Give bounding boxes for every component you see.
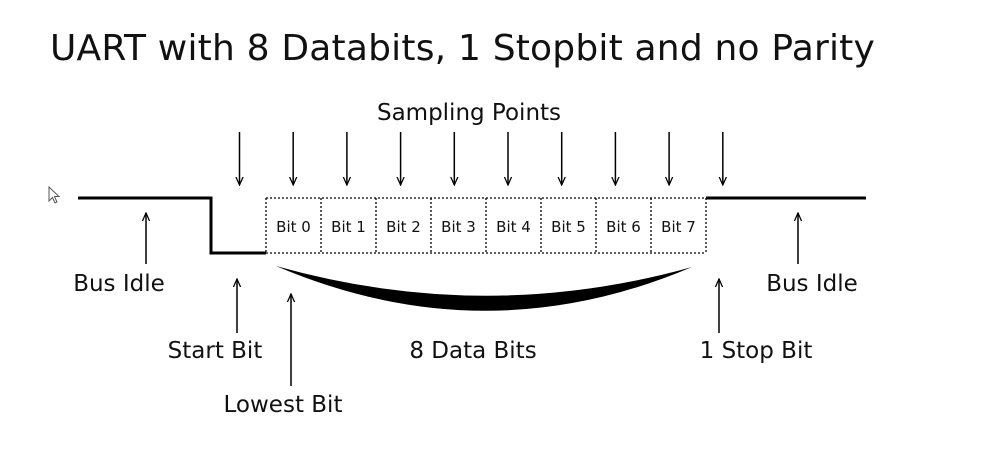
data-bits-brace	[276, 266, 692, 311]
mouse-pointer-icon	[48, 186, 61, 204]
bit-label-6: Bit 6	[606, 218, 641, 236]
sampling-arrows	[240, 132, 723, 185]
start-bit-label: Start Bit	[168, 338, 263, 364]
bit-label-4: Bit 4	[496, 218, 531, 236]
bus-idle-right-label: Bus Idle	[766, 271, 858, 297]
signal-waveform	[78, 196, 266, 255]
sampling-points-label: Sampling Points	[377, 100, 561, 126]
diagram-title: UART with 8 Databits, 1 Stopbit and no P…	[50, 28, 875, 69]
data-bits-label: 8 Data Bits	[409, 338, 536, 364]
bus-idle-left-label: Bus Idle	[73, 271, 165, 297]
bit-label-5: Bit 5	[551, 218, 586, 236]
bit-label-1: Bit 1	[331, 218, 366, 236]
bit-labels: Bit 0 Bit 1 Bit 2 Bit 3 Bit 4 Bit 5 Bit 6 Bit 7	[276, 218, 696, 236]
bit-dividers	[265, 198, 707, 253]
bit-label-2: Bit 2	[386, 218, 421, 236]
bit-label-3: Bit 3	[441, 218, 476, 236]
stop-bit-label: 1 Stop Bit	[700, 338, 813, 364]
bit-label-7: Bit 7	[661, 218, 696, 236]
lowest-bit-label: Lowest Bit	[224, 392, 343, 418]
bit-label-0: Bit 0	[276, 218, 311, 236]
